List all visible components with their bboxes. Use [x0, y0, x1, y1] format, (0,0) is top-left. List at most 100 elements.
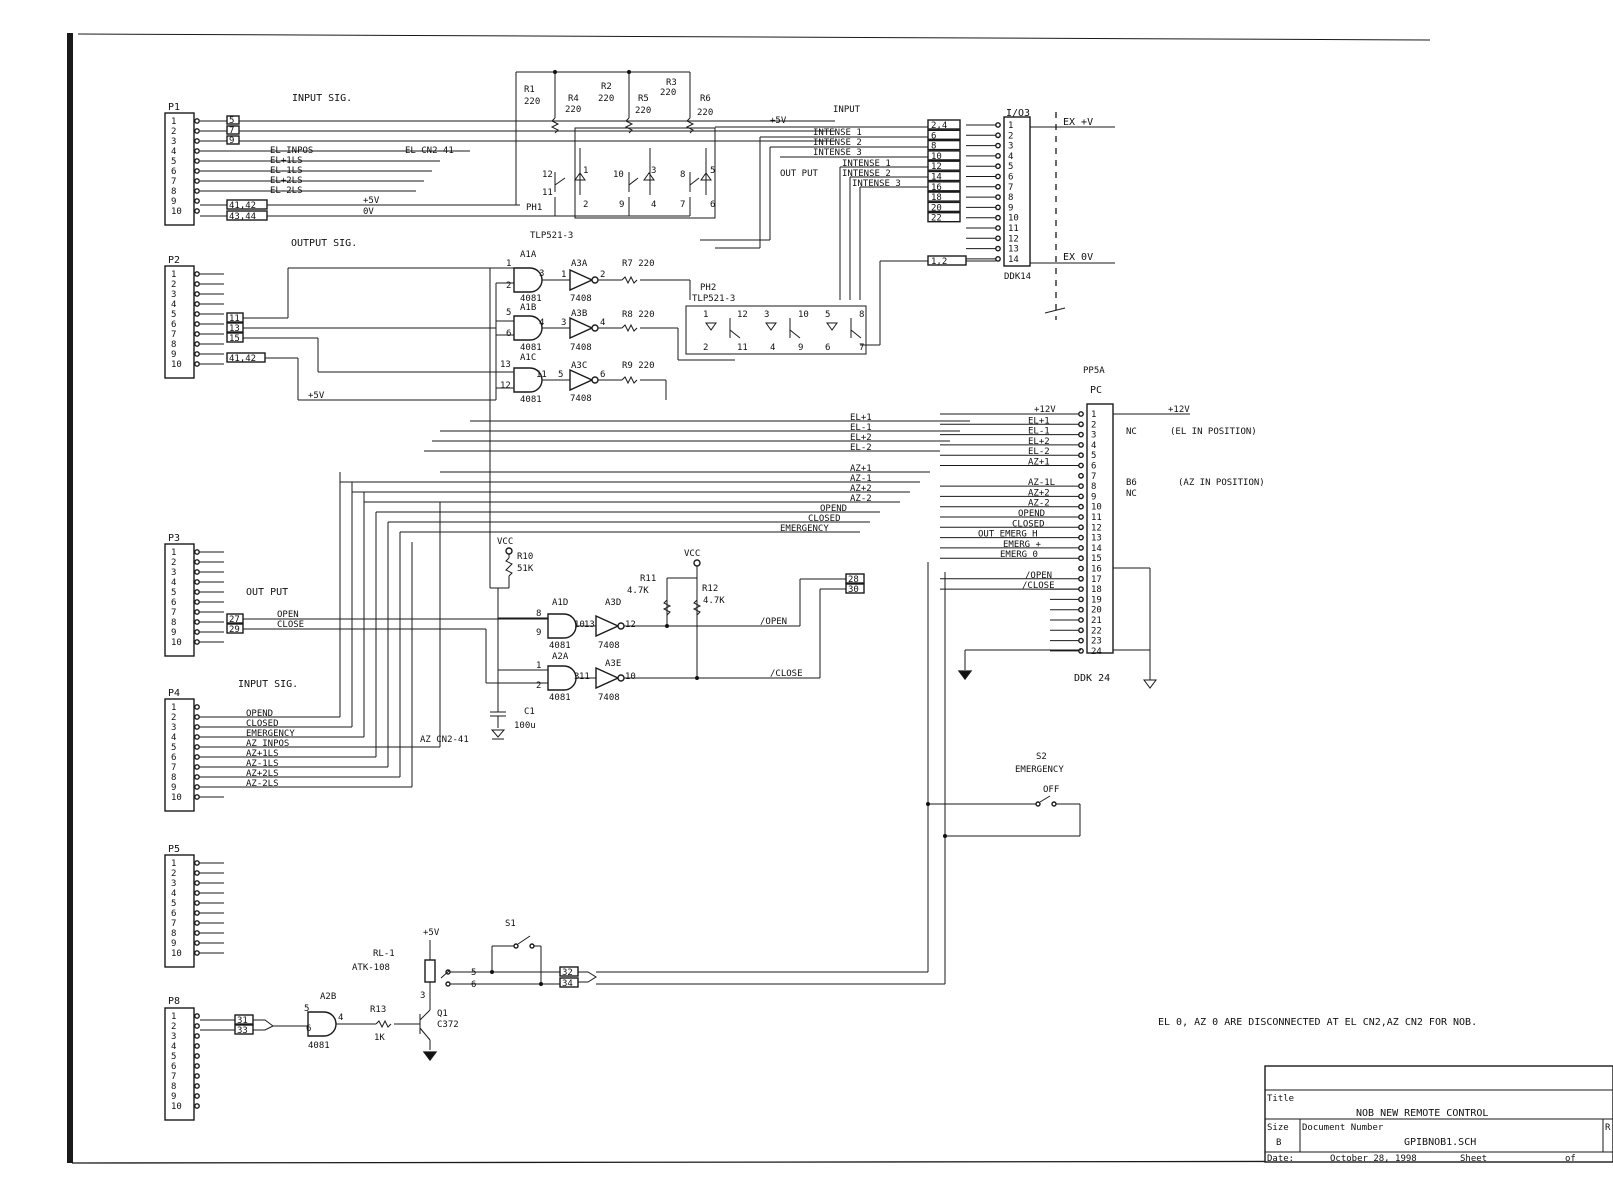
relay-plus5v: +5V [423, 928, 440, 938]
p2-pin-3: 3 [171, 290, 176, 300]
a2b-label: A2B [320, 992, 336, 1002]
a1a-part: 4081 [520, 294, 542, 304]
p3-wiring: 27 29 OPEN CLOSE [226, 610, 556, 635]
p3-pin-10: 10 [171, 638, 182, 648]
docnum-value: GPIBNOB1.SCH [1404, 1137, 1476, 1148]
io3-tag: 18 [931, 193, 942, 203]
pp5a-signal-label: EL-1 [1028, 427, 1050, 437]
pp5a-signal-label: EMERG + [1003, 540, 1042, 550]
p4-pin-6: 6 [171, 753, 176, 763]
pp5a-pin-contact [1078, 545, 1084, 551]
pp5a-signal-label: /CLOSE [1022, 581, 1055, 591]
p4-pin-contact [194, 744, 200, 750]
p4-signal-label: AZ-1LS [246, 759, 279, 769]
gate-block-upper: A1A 4081 A1B 4081 A1C 4081 1 2 3 5 6 4 1… [495, 250, 735, 405]
io3-tag-1-2: 1,2 [931, 257, 947, 267]
p3-pin-7: 7 [171, 608, 176, 618]
ph2-pin-6: 6 [825, 343, 830, 353]
pp5a-pin-3: 3 [1091, 431, 1096, 441]
p1-el-plus2ls: EL+2LS [270, 176, 303, 186]
p4-pin-contact [194, 714, 200, 720]
p8-pin-4: 4 [171, 1042, 176, 1052]
a1d-label: A1D [552, 598, 568, 608]
pp5a-signal-label: EL-2 [1028, 447, 1050, 457]
a1c-pin-in1: 13 [500, 360, 511, 370]
p3-pin-2: 2 [171, 558, 176, 568]
p4-signal-label: CLOSED [246, 719, 279, 729]
pp5a-pin-contact [1078, 534, 1084, 541]
p5-label: P5 [168, 844, 180, 855]
io3-label: I/O3 [1006, 108, 1030, 119]
bus-label: AZ+2 [850, 484, 872, 494]
p2-tag-11: 11 [229, 314, 240, 324]
a2b-pin-in2: 6 [306, 1024, 311, 1034]
p1-pin-3: 3 [171, 137, 176, 147]
io3-tag-box [927, 201, 961, 213]
r4-value: 220 [565, 105, 581, 115]
a1a-pin-out: 3 [539, 269, 544, 279]
a2a-label: A2A [552, 652, 569, 662]
a2b-part: 4081 [308, 1041, 330, 1051]
r6-label: R6 [700, 94, 711, 104]
io3-pin-7: 7 [1008, 183, 1013, 193]
io3-pin-8: 8 [1008, 193, 1013, 203]
p2-pin-2: 2 [171, 280, 176, 290]
p2-tag-15: 15 [229, 334, 240, 344]
p5-pin-contact [194, 930, 200, 936]
p2-pin-contact [194, 331, 200, 337]
a1d-pin-out: 10 [574, 620, 585, 630]
pp5a-pin-2: 2 [1091, 420, 1096, 430]
s2-label: S2 [1036, 752, 1047, 762]
a3c-part: 7408 [570, 394, 592, 404]
p1-el-plus1ls: EL+1LS [270, 156, 303, 166]
pp5a-pin-1: 1 [1091, 410, 1096, 420]
p4-pin-contact [194, 794, 200, 800]
io3-tag: 16 [931, 183, 942, 193]
p5-pin-7: 7 [171, 919, 176, 929]
p5-pin-9: 9 [171, 939, 176, 949]
p8-pin-contact [194, 1103, 200, 1109]
p1-tag-41-42: 41,42 [229, 201, 256, 211]
ph1-pin-5: 5 [710, 166, 715, 176]
r10-label: R10 [517, 552, 533, 562]
p1-plus5v: +5V [363, 196, 380, 206]
pp5a-pin-contact [1078, 617, 1084, 623]
io3-pin-10: 10 [1008, 214, 1019, 224]
pp5a-signal-label: EMERG 0 [1000, 550, 1038, 560]
pp5a-pin-contact [1078, 493, 1084, 500]
r5-label: R5 [638, 94, 649, 104]
p4-pin-2: 2 [171, 713, 176, 723]
p3-pin-contact [194, 639, 200, 645]
open-label: /OPEN [760, 617, 787, 627]
relay-pin-5: 5 [471, 968, 476, 978]
p1-pin-contact [194, 178, 200, 184]
pp5a-pin-10: 10 [1091, 503, 1102, 513]
a1b-part: 4081 [520, 343, 542, 353]
pp5a-signal-label: EL+1 [1028, 416, 1050, 426]
p4-pin-contact [194, 784, 200, 790]
pp5a-pin-contact [1078, 472, 1084, 479]
a3d-pin-out: 12 [625, 620, 636, 630]
ph2-pin-5: 5 [825, 310, 830, 320]
io3-pin-1: 1 [1008, 121, 1013, 131]
a3a-pin-out: 2 [600, 270, 605, 280]
p4-pin-1: 1 [171, 703, 176, 713]
io3-tag-box [927, 181, 961, 192]
p1-pin-contact [194, 198, 200, 204]
p8-pin-6: 6 [171, 1062, 176, 1072]
p1-label: P1 [168, 102, 180, 113]
p8-pin-contact [194, 1093, 200, 1099]
io3-tag: 12 [931, 162, 942, 172]
p4-pin-contact [194, 754, 200, 760]
s1-label: S1 [505, 919, 516, 929]
relay-pin-6: 6 [471, 980, 476, 990]
bus-label: EMERGENCY [780, 524, 829, 534]
of-label: of [1565, 1154, 1576, 1164]
io3-intense-in-1: INTENSE 1 [813, 128, 862, 138]
c1-label: C1 [524, 707, 535, 717]
r7-label: R7 220 [622, 259, 655, 269]
p2-pin-contact [194, 361, 200, 367]
p5-pin-contact [194, 900, 200, 906]
